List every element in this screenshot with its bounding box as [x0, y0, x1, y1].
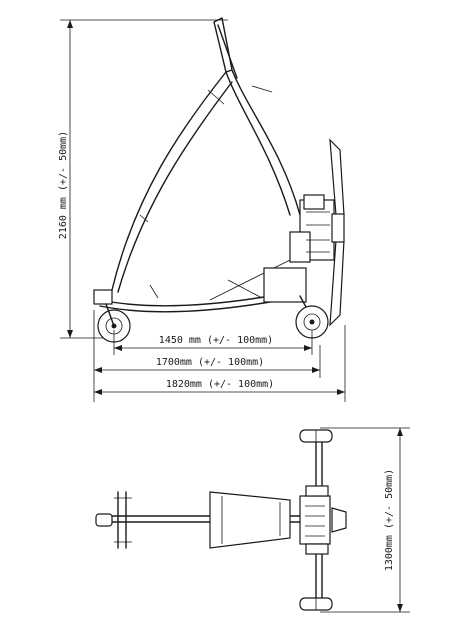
keel [99, 259, 301, 313]
engine-block [263, 194, 335, 303]
front-frame [111, 71, 233, 293]
track-dimension: 1300mm (+/- 50mm) [320, 427, 410, 613]
width-label-1: 1700mm (+/- 100mm) [156, 357, 264, 368]
top-nose [95, 491, 132, 549]
mast [207, 17, 301, 216]
track-label: 1300mm (+/- 50mm) [384, 469, 395, 571]
height-label: 2160 mm (+/- 50mm) [58, 131, 69, 239]
side-view: 2160 mm (+/- 50mm) [58, 17, 346, 402]
width-label-2: 1820mm (+/- 100mm) [166, 379, 274, 390]
front-wheel [93, 289, 131, 343]
wheelbase-label: 1450 mm (+/- 100mm) [159, 335, 273, 346]
top-engine [299, 485, 331, 555]
top-rear-wheels [299, 429, 333, 611]
length-dimensions: 1450 mm (+/- 100mm) 1700mm (+/- 100mm) 1… [93, 310, 346, 402]
propeller [329, 138, 345, 327]
top-seat [209, 491, 291, 549]
top-propeller [331, 507, 347, 533]
top-view: 1300mm (+/- 50mm) [95, 427, 410, 613]
height-dimension: 2160 mm (+/- 50mm) [58, 19, 228, 339]
